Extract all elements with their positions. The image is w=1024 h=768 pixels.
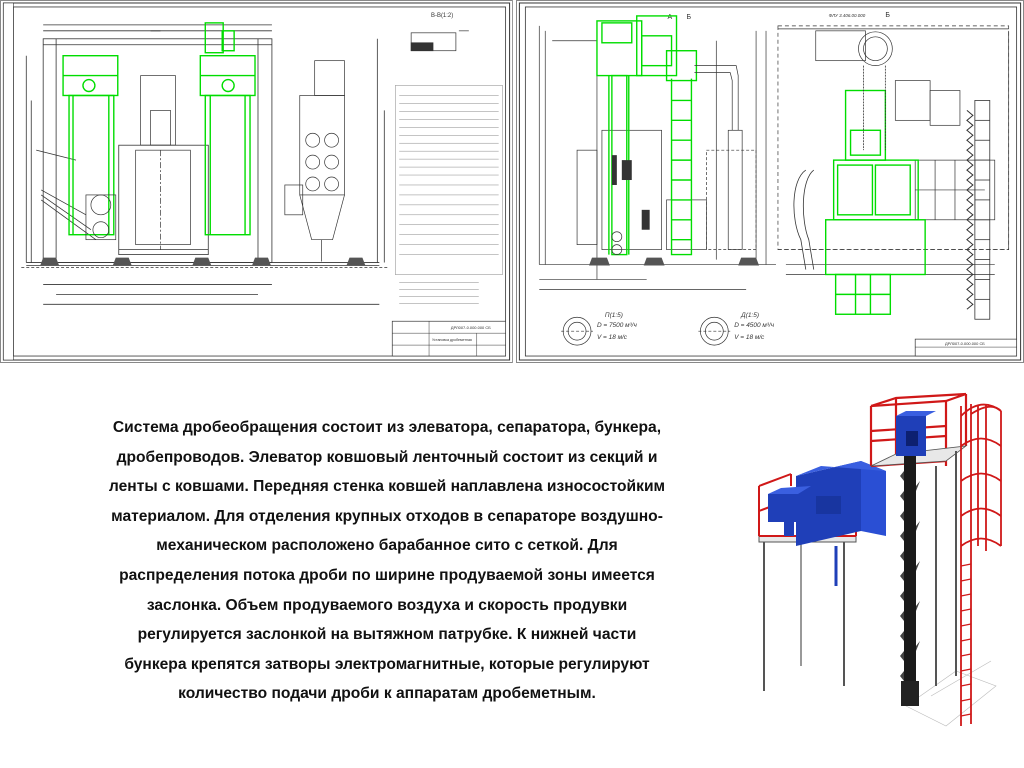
elevator-3d-render bbox=[756, 386, 1016, 756]
drawing-right-svg: A Б Б bbox=[518, 2, 1022, 361]
description-line: распределения потока дроби по ширине про… bbox=[119, 566, 655, 584]
platform-structure bbox=[758, 535, 857, 691]
view-b-pipes bbox=[793, 65, 991, 320]
description-text: Система дробеобращения состоит из элеват… bbox=[28, 413, 746, 709]
specification-table bbox=[395, 85, 503, 304]
part-code-label: ФЛУ 3.406.00.000 bbox=[829, 13, 866, 18]
ladder-rungs bbox=[960, 563, 972, 717]
elevator-head bbox=[896, 411, 936, 456]
description-line: количество подачи дроби к аппаратам дроб… bbox=[178, 685, 596, 703]
portal-frame bbox=[21, 24, 390, 305]
description-line: заслонка. Объем продуваемого воздуха и с… bbox=[146, 596, 628, 614]
view-a-structure bbox=[538, 25, 776, 290]
technical-drawing-left: В-В(1:2) bbox=[0, 0, 513, 363]
green-parts-view-b bbox=[824, 89, 926, 315]
description-line: ленты с ковшами. Передняя стенка ковшей … bbox=[108, 478, 666, 496]
section-b-label: Б bbox=[686, 14, 691, 21]
title-block-left: ДРЛ007-0.000.000 СБ Установка дробеметна… bbox=[391, 320, 506, 357]
flow-rate-b: D = 4500 м³/ч bbox=[734, 322, 775, 329]
pipe-view-a bbox=[576, 65, 743, 255]
title-block-right: ДРЛ007-0.000.000 СБ bbox=[914, 338, 1017, 357]
machinery-fills bbox=[611, 155, 650, 230]
title-block-code: ДРЛ007-0.000.000 СБ bbox=[451, 325, 491, 330]
foundation-supports bbox=[40, 257, 366, 266]
elevator-buckets bbox=[900, 471, 920, 681]
technical-drawing-right: A Б Б bbox=[516, 0, 1024, 363]
tower-columns bbox=[935, 451, 957, 686]
velocity-a: V = 18 м/с bbox=[597, 334, 628, 341]
description-line: механическом расположено барабанное сито… bbox=[156, 537, 618, 555]
foundation-view-a bbox=[589, 257, 760, 266]
detail-circles bbox=[561, 316, 731, 346]
description-line: дробепроводов. Элеватор ковшовый ленточн… bbox=[116, 448, 658, 466]
description-line: материалом. Для отделения крупных отходо… bbox=[111, 507, 663, 525]
velocity-b: V = 18 м/с bbox=[734, 334, 765, 341]
ground-lines bbox=[905, 660, 997, 727]
drawing-left-svg: В-В(1:2) bbox=[2, 2, 511, 361]
render-3d-svg bbox=[758, 392, 1002, 727]
title-block-name: Установка дробеметная bbox=[432, 338, 472, 342]
elevator-buckets-drawing bbox=[966, 110, 974, 310]
detail-label-p: П(1:5) bbox=[605, 312, 623, 319]
machinery-details bbox=[85, 60, 345, 262]
description-line: Система дробеобращения состоит из элеват… bbox=[112, 419, 662, 436]
description-line: регулируется заслонкой на вытяжном патру… bbox=[137, 626, 637, 644]
description-line: бункера крепятся затворы электромагнитны… bbox=[124, 655, 650, 673]
section-view-small bbox=[410, 30, 469, 52]
title-block-right-code: ДРЛ007-0.000.000 СБ bbox=[945, 341, 985, 346]
section-a-label: A bbox=[668, 14, 673, 21]
separator-blue-body bbox=[768, 461, 886, 546]
section-b2-label: Б bbox=[885, 12, 890, 19]
green-highlighted-parts bbox=[62, 22, 256, 236]
elevator-boot bbox=[901, 681, 919, 706]
section-label: В-В(1:2) bbox=[431, 13, 453, 19]
elevator-column bbox=[904, 456, 916, 706]
flow-rate-a: D = 7500 м³/ч bbox=[597, 322, 638, 329]
detail-label-d: Д(1:5) bbox=[740, 312, 759, 319]
